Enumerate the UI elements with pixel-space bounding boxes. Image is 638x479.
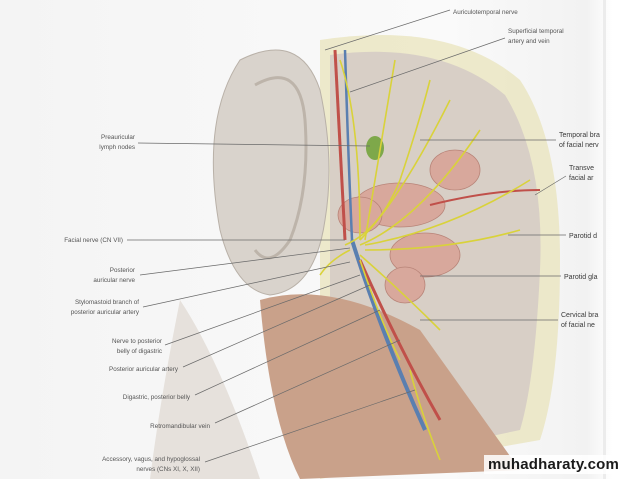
label-cervical-branch-1: Cervical bra	[561, 312, 598, 319]
transverse-facial-artery	[429, 189, 541, 206]
external-carotid-artery	[358, 259, 442, 421]
label-stylomastoid-1: Stylomastoid branch of	[75, 299, 139, 306]
label-posterior-auricular-artery: Posterior auricular artery	[109, 366, 179, 373]
label-preauricular-1: Preauricular	[101, 134, 135, 141]
label-temporal-branches-2: of facial nerv	[559, 142, 599, 149]
label-nerve-digastric-1: Nerve to posterior	[112, 338, 162, 345]
ear	[212, 49, 330, 296]
label-posterior-auricular-nerve-1: Posterior	[110, 267, 135, 274]
facial-nerve-branches	[319, 59, 531, 461]
label-parotid-duct: Parotid d	[569, 233, 597, 240]
superficial-temporal-vein	[343, 49, 354, 241]
ear-helix	[253, 76, 308, 260]
label-superficial-temporal-2: artery and vein	[508, 38, 550, 45]
watermark: muhadharaty.com	[484, 455, 624, 474]
label-auriculotemporal-nerve: Auriculotemporal nerve	[453, 9, 518, 16]
label-temporal-branches-1: Temporal bra	[559, 132, 600, 139]
retromandibular-vein	[350, 239, 427, 431]
label-parotid-gland: Parotid gla	[564, 274, 598, 281]
label-digastric: Digastric, posterior belly	[123, 394, 191, 401]
label-transverse-facial-1: Transve	[569, 165, 594, 172]
label-nerve-digastric-2: belly of digastric	[117, 348, 162, 355]
neck-skin	[150, 300, 260, 479]
label-preauricular-2: lymph nodes	[99, 144, 135, 151]
label-cervical-branch-2: of facial ne	[561, 322, 595, 329]
label-retromandibular-vein: Retromandibular vein	[150, 423, 210, 430]
label-stylomastoid-2: posterior auricular artery	[71, 309, 140, 316]
label-accessory-nerves-1: Accessory, vagus, and hypoglossal	[102, 456, 200, 463]
page-edge	[603, 0, 606, 479]
leader-lines	[127, 9, 567, 463]
label-posterior-auricular-nerve-2: auricular nerve	[93, 277, 135, 284]
superficial-temporal-artery	[333, 49, 347, 241]
sternocleidomastoid-muscle	[260, 294, 520, 479]
label-superficial-temporal-1: Superficial temporal	[508, 28, 564, 35]
label-accessory-nerves-2: nerves (CNs XI, X, XII)	[136, 466, 200, 473]
label-facial-nerve: Facial nerve (CN VII)	[64, 237, 123, 244]
label-transverse-facial-2: facial ar	[569, 175, 594, 182]
